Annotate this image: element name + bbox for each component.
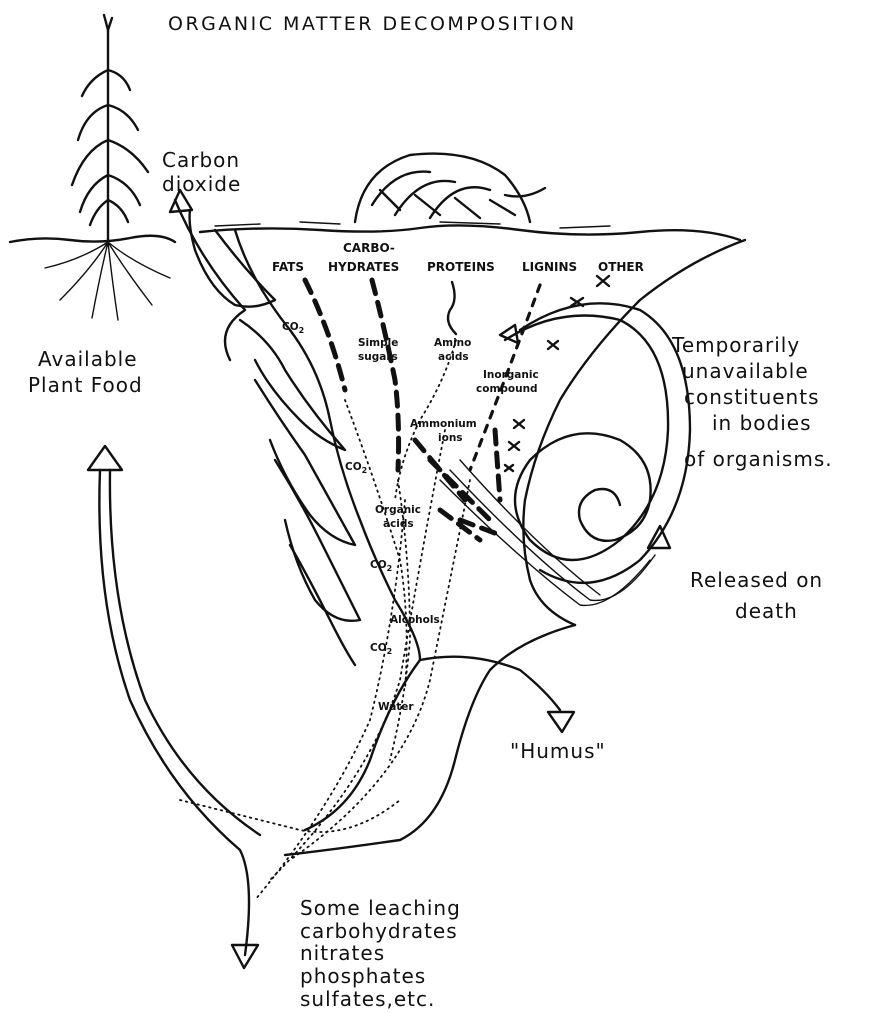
- inorganic-compound-label-1: Inorganic: [483, 369, 539, 381]
- water-label: Water: [378, 701, 414, 713]
- amino-acids-label-2: acids: [438, 351, 469, 363]
- ammonium-ions-label-2: ions: [438, 432, 463, 444]
- leaching-label-1: Some leaching: [300, 896, 461, 920]
- carbon-dioxide-label-2: dioxide: [162, 172, 241, 196]
- lignins-label: LIGNINS: [522, 260, 577, 274]
- fats-label: FATS: [272, 260, 304, 274]
- proteins-label: PROTEINS: [427, 260, 495, 274]
- carbohydrates-label-2: HYDRATES: [328, 260, 399, 274]
- co2-label-3: CO2: [370, 559, 392, 573]
- temporarily-label-2: unavailable: [682, 359, 809, 383]
- diagram-title: ORGANIC MATTER DECOMPOSITION: [168, 13, 577, 35]
- alcohols-label: Alcohols: [390, 614, 440, 626]
- amino-acids-label-1: Amino: [434, 337, 471, 349]
- released-label-2: death: [735, 599, 798, 623]
- humus-arrow: [548, 712, 574, 732]
- simple-sugars-label-1: Simple: [358, 337, 398, 349]
- litter-mound-icon: [355, 154, 545, 222]
- available-plant-food-label-1: Available: [38, 347, 138, 371]
- carbon-dioxide-label-1: Carbon: [162, 148, 240, 172]
- leaching-label-2: carbohydrates: [300, 919, 458, 943]
- available-plant-food-label-2: Plant Food: [28, 373, 143, 397]
- co2-label-2: CO2: [345, 461, 367, 475]
- leaching-label-4: phosphates: [300, 964, 426, 988]
- other-label: OTHER: [598, 260, 644, 274]
- temporarily-label-1: Temporarily: [671, 333, 800, 357]
- co2-label-4: CO2: [370, 642, 392, 656]
- plant-icon: [45, 15, 170, 320]
- released-label-1: Released on: [690, 568, 823, 592]
- temporarily-label-4: in bodies: [712, 411, 812, 435]
- simple-sugars-label-2: sugars: [358, 351, 398, 363]
- leaching-label-3: nitrates: [300, 941, 385, 965]
- inorganic-compound-label-2: compound: [476, 383, 538, 395]
- soil-surface: [10, 222, 740, 242]
- leaching-label-5: sulfates,etc.: [300, 987, 435, 1011]
- ammonium-ions-label-1: Ammonium: [410, 418, 477, 430]
- humus-label: "Humus": [510, 739, 606, 763]
- plant-food-return-arrow: [88, 446, 260, 968]
- temporarily-label-5: of organisms.: [684, 447, 833, 471]
- carbohydrates-label-1: CARBO-: [343, 241, 395, 255]
- organic-acids-label-2: acids: [383, 518, 414, 530]
- organic-acids-label-1: Organic: [375, 504, 421, 516]
- co2-label-1: CO2: [282, 321, 304, 335]
- temporarily-label-3: constituents: [684, 385, 820, 409]
